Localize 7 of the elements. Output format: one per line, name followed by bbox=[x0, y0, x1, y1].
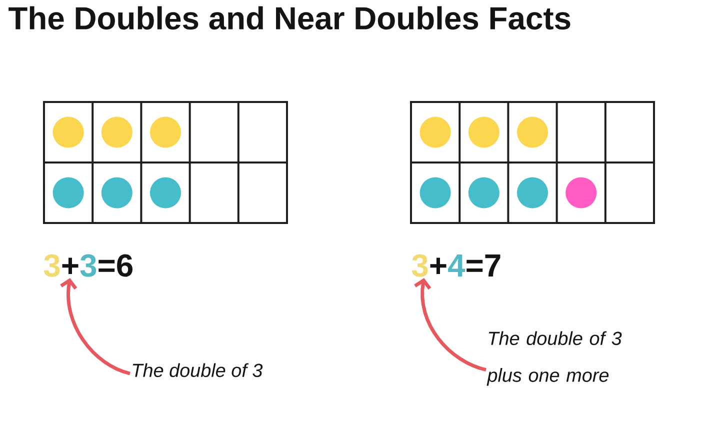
curved-arrow bbox=[60, 278, 131, 376]
title: The Doubles and Near Doubles Facts bbox=[8, 6, 570, 30]
equation: 3+3=6 bbox=[44, 254, 132, 277]
note-text: The double of 3 plus one more bbox=[486, 331, 622, 386]
equation: 3+4=7 bbox=[412, 254, 500, 277]
note-text: The double of 3 bbox=[132, 363, 263, 378]
curved-arrow bbox=[414, 278, 486, 372]
